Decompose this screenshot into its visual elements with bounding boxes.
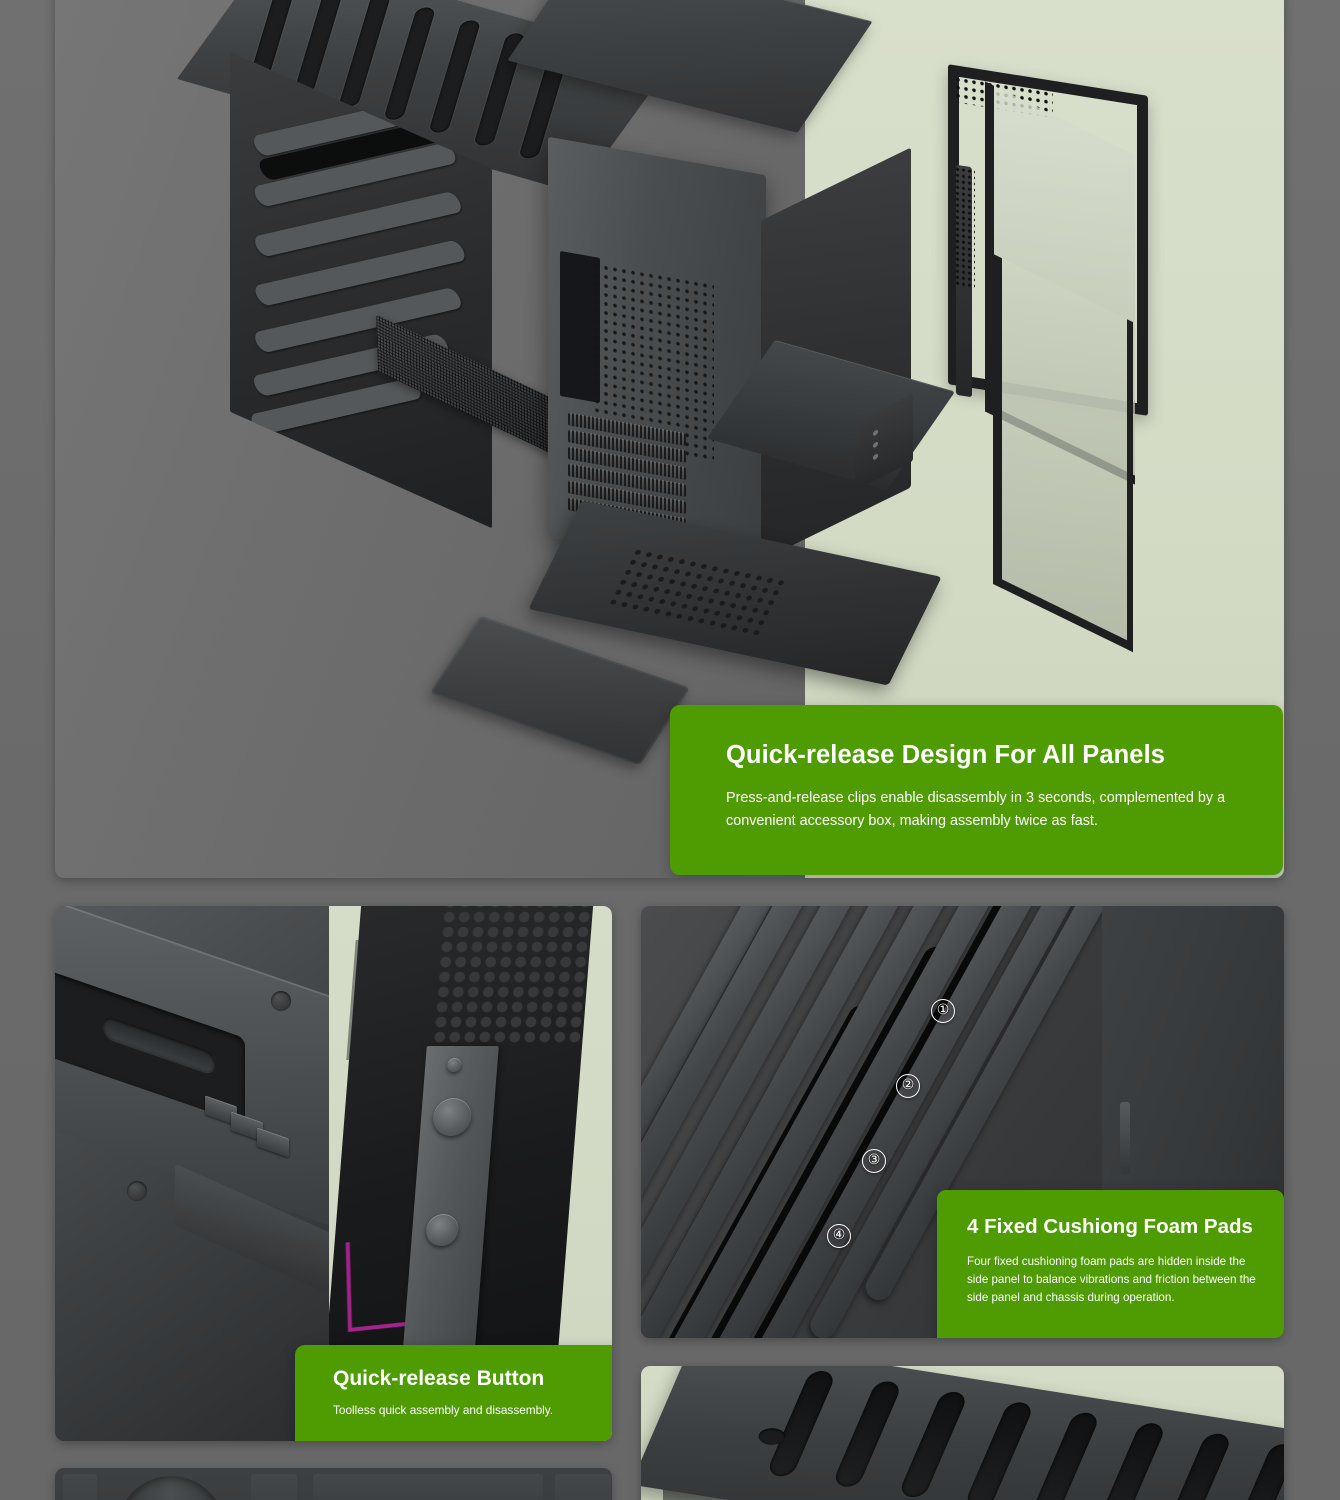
chassis-screw-hole bbox=[271, 991, 291, 1011]
panel-dot-perforation bbox=[433, 906, 595, 1046]
release-button-upper bbox=[431, 1098, 473, 1136]
quick-release-callout-body: Toolless quick assembly and disassembly. bbox=[333, 1403, 554, 1418]
foam-pads-callout-body: Four fixed cushioning foam pads are hidd… bbox=[967, 1254, 1256, 1305]
chassis-vent-hole bbox=[127, 1181, 147, 1201]
internals-preview-card bbox=[55, 1468, 612, 1500]
internal-bracket-left bbox=[63, 1474, 97, 1500]
case-fan bbox=[117, 1476, 225, 1500]
interior-pcb-traces bbox=[336, 940, 432, 1060]
panel-hinge bbox=[1120, 1102, 1130, 1174]
foam-pads-card: ① ② ③ ④ 4 Fixed Cushiong Foam Pads Four … bbox=[641, 906, 1284, 1338]
chassis-closeup-photo bbox=[55, 906, 329, 1441]
glass-panel-rail-perforation bbox=[955, 166, 975, 290]
internal-bracket-mid bbox=[251, 1474, 297, 1500]
hero-scene bbox=[55, 0, 1284, 878]
release-button-lower bbox=[425, 1214, 460, 1246]
top-panel-scene bbox=[641, 1366, 1284, 1500]
internal-panel bbox=[313, 1474, 543, 1500]
bottom-honeycomb-vent bbox=[606, 547, 786, 640]
hero-exploded-view-card: Quick-release Design For All Panels Pres… bbox=[55, 0, 1284, 878]
hero-callout-title: Quick-release Design For All Panels bbox=[726, 741, 1166, 769]
glass-pane-lower bbox=[993, 253, 1133, 653]
marker-1: ① bbox=[931, 999, 955, 1023]
quick-release-callout-title: Quick-release Button bbox=[333, 1367, 545, 1390]
internal-bracket-right bbox=[555, 1474, 611, 1500]
top-panel-vents-card bbox=[641, 1366, 1284, 1500]
internals-scene bbox=[55, 1468, 612, 1500]
hero-callout: Quick-release Design For All Panels Pres… bbox=[670, 705, 1283, 875]
release-pin-small bbox=[446, 1058, 462, 1072]
quick-release-button-card: Quick-release Button Toolless quick asse… bbox=[55, 906, 612, 1441]
foam-pads-callout-title: 4 Fixed Cushiong Foam Pads bbox=[967, 1215, 1253, 1238]
marker-4: ④ bbox=[827, 1224, 851, 1248]
case-top-face bbox=[641, 1366, 1284, 1500]
hero-callout-body: Press-and-release clips enable disassemb… bbox=[726, 790, 1226, 830]
marker-3: ③ bbox=[862, 1149, 886, 1173]
foam-pads-callout: 4 Fixed Cushiong Foam Pads Four fixed cu… bbox=[937, 1190, 1284, 1338]
marker-2: ② bbox=[896, 1074, 920, 1098]
quick-release-callout: Quick-release Button Toolless quick asse… bbox=[295, 1345, 612, 1441]
